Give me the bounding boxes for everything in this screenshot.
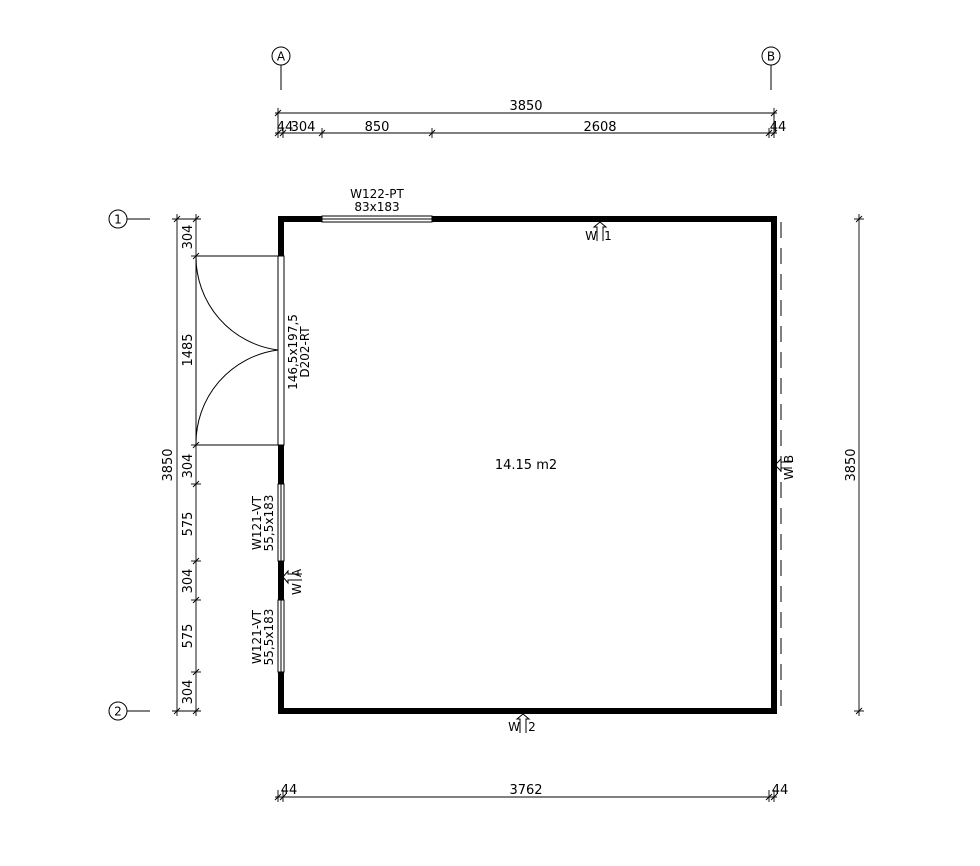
left-segment-304-b: 304 [181, 454, 196, 479]
wall-tag-bottom-letter: W [508, 720, 520, 734]
left-window-2-size: 55,5x183 [262, 609, 276, 666]
door-code: D202-RT [298, 326, 312, 378]
grid-column-b-label: B [767, 50, 775, 64]
wall-tag-bottom-number: 2 [528, 720, 536, 734]
grid-row-2: 2 [108, 701, 150, 721]
wall-tag-right: W B [774, 455, 796, 480]
grid-row-1: 1 [108, 209, 150, 229]
left-segment-575-b: 575 [181, 624, 196, 649]
grid-row-2-label: 2 [114, 705, 122, 719]
grid-row-1-label: 1 [114, 213, 122, 227]
bottom-dimension-chain: 44 3762 44 [274, 783, 789, 802]
wall-tag-top: W 1 [585, 221, 612, 243]
top-dimension-overall: 3850 [274, 99, 778, 118]
left-segment-304-d: 304 [181, 680, 196, 705]
wall-tag-bottom: W 2 [508, 713, 536, 734]
left-window-1-code: W121-VT [250, 495, 264, 550]
top-segment-44-left: 44 [277, 120, 294, 135]
left-segment-304-c: 304 [181, 569, 196, 594]
bottom-segment-44-right: 44 [772, 783, 789, 798]
left-window-2: W121-VT 55,5x183 [250, 599, 285, 673]
left-segment-1485: 1485 [181, 333, 196, 366]
top-dimension-chain: 44 304 850 2608 44 [274, 113, 787, 138]
wall-tag-top-number: 1 [604, 229, 612, 243]
wall-tag-top-letter: W [585, 229, 597, 243]
top-segment-304: 304 [291, 120, 316, 135]
wall-tag-right-id: B [782, 455, 796, 463]
double-door: 146,5x197,5 D202-RT [195, 255, 312, 446]
left-overall-dimension: 3850 [161, 448, 176, 481]
wall-tag-left-letter: W [290, 583, 304, 595]
bottom-segment-3762: 3762 [509, 783, 542, 798]
wall-tag-left: W A [282, 568, 304, 595]
top-segment-44-right: 44 [770, 120, 787, 135]
left-window-2-code: W121-VT [250, 609, 264, 664]
bottom-segment-44-left: 44 [281, 783, 298, 798]
wall-tag-right-letter: W [782, 468, 796, 480]
top-segment-2608: 2608 [583, 120, 616, 135]
top-window: W122-PT 83x183 [321, 187, 433, 223]
top-window-code: W122-PT [350, 187, 404, 201]
grid-column-b: B [761, 46, 781, 90]
room-area-label: 14.15 m2 [495, 458, 557, 473]
left-segment-575-a: 575 [181, 512, 196, 537]
room-walls [278, 216, 777, 714]
top-overall-dimension: 3850 [509, 99, 542, 114]
wall-tag-left-id: A [290, 568, 304, 577]
left-segment-304-a: 304 [181, 225, 196, 250]
right-dimension-overall: 3850 [844, 214, 864, 716]
left-window-1: W121-VT 55,5x183 [250, 483, 285, 562]
top-segment-850: 850 [365, 120, 390, 135]
door-size: 146,5x197,5 [286, 314, 300, 390]
grid-column-a: A [271, 46, 291, 90]
right-overall-dimension: 3850 [844, 448, 859, 481]
grid-column-a-label: A [277, 50, 286, 64]
left-window-1-size: 55,5x183 [262, 495, 276, 552]
left-dimension-chain: 3850 304 1485 304 575 304 575 304 [161, 214, 201, 716]
top-window-size: 83x183 [354, 200, 399, 214]
